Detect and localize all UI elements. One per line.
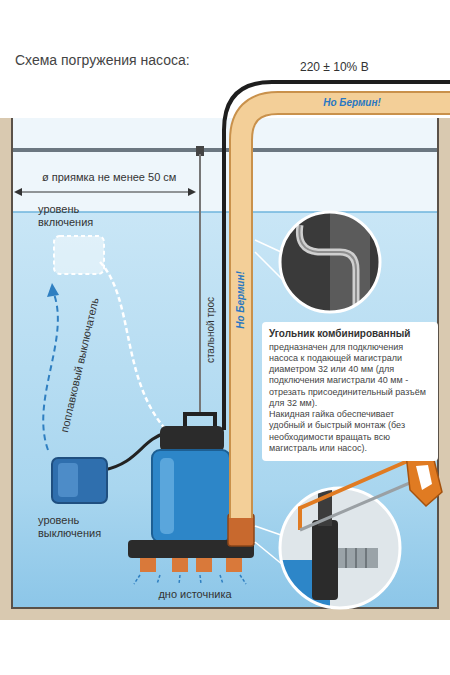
dimension-arrowhead bbox=[188, 188, 196, 196]
steel-cable-label: стальной трос bbox=[205, 297, 217, 363]
zoom-detail bbox=[270, 486, 378, 620]
hacksaw-grip-hole bbox=[416, 465, 432, 490]
pump-foot bbox=[196, 558, 212, 572]
pump-cap bbox=[160, 426, 224, 452]
hacksaw-blade bbox=[300, 482, 412, 530]
float-cable-ghost bbox=[100, 262, 168, 432]
diagram-title: Схема погружения насоса: bbox=[15, 52, 190, 69]
voltage-label: 220 ± 10% В bbox=[300, 60, 369, 74]
hose-brand: Но Бермин! bbox=[235, 271, 247, 329]
pit-diameter: ø приямка не менее 50 см bbox=[42, 171, 176, 184]
pump-foot bbox=[226, 558, 242, 572]
zoom-leader bbox=[255, 240, 281, 252]
zoom-circle bbox=[280, 488, 400, 608]
zoom-leader bbox=[255, 526, 281, 535]
switch-off-level: уровень выключения bbox=[38, 514, 110, 540]
callout-heading: Угольник комбинированный bbox=[269, 328, 431, 341]
dimension-line bbox=[20, 192, 190, 193]
steel-cable bbox=[199, 154, 201, 416]
callout-box: Угольник комбинированныйпредназначен для… bbox=[262, 322, 438, 461]
water-intake-lines bbox=[134, 575, 246, 584]
hacksaw-frame bbox=[300, 460, 410, 530]
ground-bottom bbox=[0, 608, 450, 620]
hose-brand: Но Бермин! bbox=[323, 97, 381, 109]
ground-left bbox=[0, 118, 12, 618]
callout-text: Накидная гайка обеспечивает удобный и бы… bbox=[269, 409, 431, 454]
float-upper-ghost bbox=[54, 236, 104, 274]
zoom-circle-rim bbox=[280, 212, 380, 312]
pump-foot bbox=[140, 558, 156, 572]
switch-on-level: уровень включения bbox=[38, 203, 110, 229]
float-switch bbox=[52, 458, 107, 503]
pump-body bbox=[152, 450, 230, 542]
float-travel-arrow bbox=[43, 294, 58, 450]
float-highlight bbox=[58, 463, 78, 497]
ground-right bbox=[438, 118, 450, 618]
float-travel-arrowhead bbox=[47, 283, 59, 297]
zoom-circle-rim bbox=[280, 488, 400, 608]
pump-highlight bbox=[160, 458, 174, 534]
source-bottom: дно источника bbox=[158, 588, 231, 601]
hose bbox=[241, 103, 450, 518]
dimension-arrowhead bbox=[14, 188, 22, 196]
elbow-fitting bbox=[228, 514, 254, 546]
pump-foot bbox=[172, 558, 188, 572]
callout-text: предназначен для подключения насоса к по… bbox=[269, 342, 431, 410]
hose-outline bbox=[241, 103, 450, 518]
float-switch-label: поплавковый выключатель bbox=[58, 296, 102, 433]
